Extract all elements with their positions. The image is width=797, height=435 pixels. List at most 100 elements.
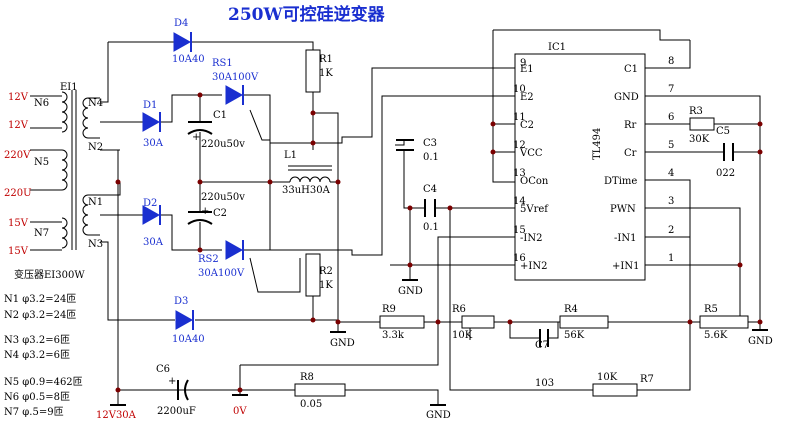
diagram-title: 250W可控硅逆变器 bbox=[228, 4, 386, 25]
junctions bbox=[115, 92, 763, 393]
winding-label: N2 bbox=[88, 142, 103, 153]
ic-ref: IC1 bbox=[548, 42, 566, 53]
resistor-r7 bbox=[592, 383, 638, 397]
value-label: 3.3k bbox=[382, 330, 405, 341]
ic-tl494 bbox=[514, 53, 646, 281]
pin-name: C1 bbox=[624, 64, 638, 75]
pin-name: VCC bbox=[519, 148, 543, 159]
pin-name: GND bbox=[614, 92, 639, 103]
value-label: 30A100V bbox=[212, 72, 259, 83]
pin-name: DTime bbox=[604, 176, 637, 187]
winding-label: N3 bbox=[88, 239, 103, 250]
value-label: 1K bbox=[319, 68, 333, 79]
value-label: 10A40 bbox=[172, 54, 205, 65]
capacitor-c4 bbox=[424, 199, 436, 217]
value-label: 33uH30A bbox=[282, 185, 331, 196]
ref-label: C2 bbox=[213, 208, 227, 219]
ref-label: C7 bbox=[535, 340, 549, 351]
value-label: 022 bbox=[716, 168, 735, 179]
pin-number: 3 bbox=[668, 196, 674, 207]
value-label: 10K bbox=[597, 372, 618, 383]
pin-number: 10 bbox=[513, 84, 526, 95]
winding-spec: N2 φ3.2=24匝 bbox=[4, 309, 76, 321]
pin-number: 4 bbox=[668, 168, 674, 179]
pin-number: 7 bbox=[668, 84, 674, 95]
ref-label: D3 bbox=[174, 296, 188, 307]
polarity-mark: + bbox=[168, 376, 176, 387]
value-label: 30A bbox=[143, 237, 164, 248]
pin-number: 2 bbox=[668, 225, 674, 236]
resistor-r4 bbox=[559, 315, 609, 329]
pin-name: -IN2 bbox=[520, 233, 542, 244]
ref-label: D1 bbox=[143, 100, 157, 111]
ref-label: R1 bbox=[319, 54, 333, 65]
value-label: 30A bbox=[143, 138, 164, 149]
diode-d4 bbox=[173, 32, 192, 52]
resistor-r5 bbox=[699, 315, 749, 329]
zero-rail-label: 0V bbox=[233, 406, 247, 417]
ground-label: GND bbox=[748, 336, 773, 347]
pin-name: C2 bbox=[520, 120, 534, 131]
transformer bbox=[30, 90, 100, 251]
value-label: 10A40 bbox=[172, 334, 205, 345]
resistor-r9 bbox=[379, 315, 425, 329]
pin-name: +IN1 bbox=[612, 261, 639, 272]
ref-label: R4 bbox=[564, 304, 578, 315]
capacitor-c1 bbox=[187, 121, 213, 135]
value-label: 10K bbox=[452, 330, 473, 341]
value-label: 103 bbox=[535, 378, 554, 389]
transformer-ref: EI1 bbox=[60, 82, 78, 93]
value-label: 30K bbox=[689, 134, 710, 145]
winding-spec: N4 φ3.2=6匝 bbox=[4, 349, 70, 361]
winding-label: N4 bbox=[88, 98, 103, 109]
pin-number: 5 bbox=[668, 140, 674, 151]
pin-name: 5Vref bbox=[520, 204, 549, 215]
value-label: 0.1 bbox=[423, 222, 439, 233]
tap-label: 15V bbox=[8, 246, 29, 257]
ref-label: R6 bbox=[452, 304, 466, 315]
diode-d1 bbox=[142, 112, 161, 132]
pin-number: 9 bbox=[520, 58, 526, 69]
input-rail-label: 12V30A bbox=[96, 410, 137, 421]
pin-number: 1 bbox=[668, 253, 674, 264]
transformer-label: 变压器EI300W bbox=[14, 268, 85, 281]
ref-label: R3 bbox=[689, 106, 703, 117]
value-label: 0.05 bbox=[300, 399, 322, 410]
ref-label: C5 bbox=[716, 126, 730, 137]
ref-label: D4 bbox=[174, 18, 188, 29]
pin-name: E1 bbox=[520, 64, 534, 75]
diode-d3 bbox=[175, 310, 194, 330]
ref-label: L1 bbox=[284, 150, 297, 161]
capacitor-c3 bbox=[396, 139, 414, 151]
resistor-r8 bbox=[294, 383, 346, 397]
winding-label: N1 bbox=[88, 197, 103, 208]
capacitor-c5 bbox=[723, 143, 734, 161]
ref-label: RS1 bbox=[212, 58, 233, 69]
winding-label: N5 bbox=[34, 157, 49, 168]
ic-part: TL494 bbox=[592, 128, 603, 160]
winding-spec: N7 φ.5=9匝 bbox=[4, 406, 64, 418]
pin-number: 14 bbox=[513, 196, 526, 207]
pin-number: 13 bbox=[513, 168, 526, 179]
pin-name: +IN2 bbox=[520, 261, 547, 272]
resistor-r2 bbox=[305, 253, 321, 297]
ref-label: R8 bbox=[300, 372, 314, 383]
ref-label: D2 bbox=[143, 198, 157, 209]
winding-label: N7 bbox=[34, 228, 49, 239]
wires bbox=[100, 29, 761, 405]
value-label: 0.1 bbox=[423, 152, 439, 163]
pin-name: OCon bbox=[520, 176, 549, 187]
pin-name: E2 bbox=[520, 92, 534, 103]
ref-label: RS2 bbox=[198, 254, 219, 265]
ref-label: C4 bbox=[423, 184, 437, 195]
resistor-r3 bbox=[689, 117, 715, 131]
value-label: 220u50v bbox=[201, 192, 245, 203]
resistor-r1 bbox=[305, 49, 321, 93]
ref-label: C6 bbox=[156, 364, 170, 375]
tap-label: 220V bbox=[4, 150, 31, 161]
value-label: 220u50v bbox=[201, 139, 245, 150]
winding-spec: N6 φ0.5=8匝 bbox=[4, 391, 70, 403]
pin-number: 6 bbox=[668, 112, 674, 123]
ref-label: C3 bbox=[423, 138, 437, 149]
capacitor-c7 bbox=[539, 329, 549, 347]
